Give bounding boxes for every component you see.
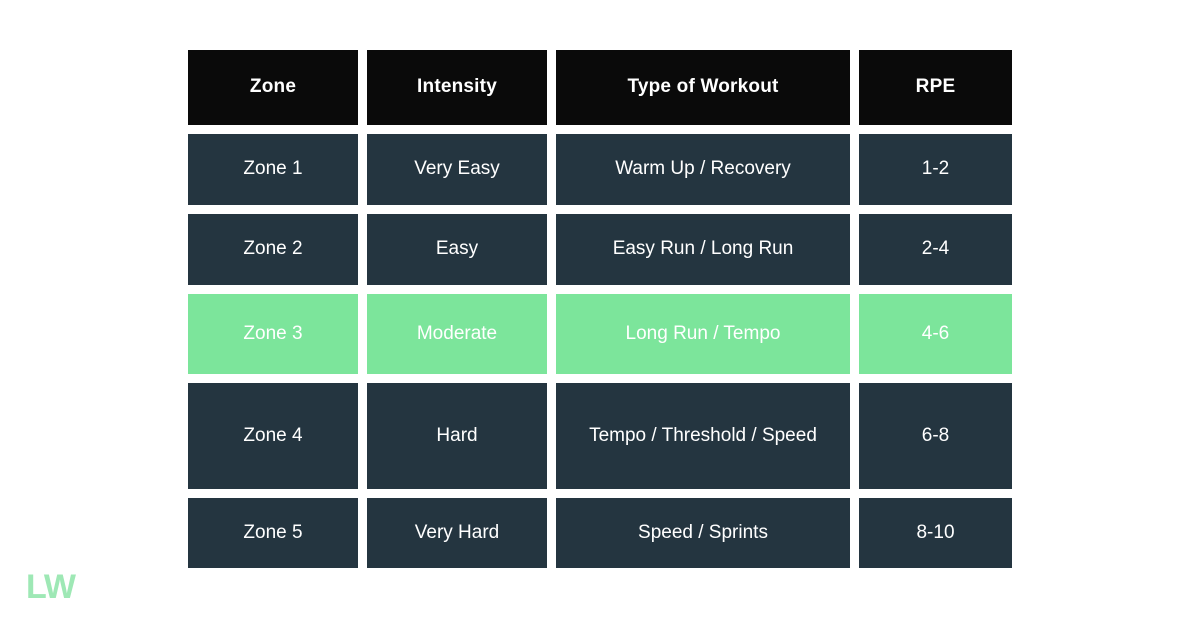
table-row: Zone 2 Easy Easy Run / Long Run 2-4: [188, 214, 1013, 285]
cell-zone: Zone 5: [188, 498, 358, 568]
table-row: Zone 1 Very Easy Warm Up / Recovery 1-2: [188, 134, 1013, 205]
column-header-workout: Type of Workout: [556, 50, 850, 125]
cell-workout: Long Run / Tempo: [556, 294, 850, 374]
column-header-intensity: Intensity: [367, 50, 547, 125]
cell-intensity: Very Easy: [367, 134, 547, 205]
cell-workout: Speed / Sprints: [556, 498, 850, 568]
column-header-zone: Zone: [188, 50, 358, 125]
cell-workout: Easy Run / Long Run: [556, 214, 850, 285]
cell-rpe: 2-4: [859, 214, 1012, 285]
cell-zone: Zone 4: [188, 383, 358, 489]
cell-workout: Tempo / Threshold / Speed: [556, 383, 850, 489]
cell-intensity: Hard: [367, 383, 547, 489]
cell-zone: Zone 3: [188, 294, 358, 374]
cell-rpe: 4-6: [859, 294, 1012, 374]
brand-logo: LW: [26, 568, 76, 606]
heart-rate-zone-table: Zone Intensity Type of Workout RPE Zone …: [188, 50, 1013, 568]
cell-intensity: Easy: [367, 214, 547, 285]
cell-rpe: 8-10: [859, 498, 1012, 568]
cell-zone: Zone 2: [188, 214, 358, 285]
table-row-highlighted: Zone 3 Moderate Long Run / Tempo 4-6: [188, 294, 1013, 374]
cell-intensity: Moderate: [367, 294, 547, 374]
cell-rpe: 1-2: [859, 134, 1012, 205]
cell-rpe: 6-8: [859, 383, 1012, 489]
table-row: Zone 5 Very Hard Speed / Sprints 8-10: [188, 498, 1013, 568]
cell-workout: Warm Up / Recovery: [556, 134, 850, 205]
table-row: Zone 4 Hard Tempo / Threshold / Speed 6-…: [188, 383, 1013, 489]
table-header-row: Zone Intensity Type of Workout RPE: [188, 50, 1013, 125]
cell-zone: Zone 1: [188, 134, 358, 205]
column-header-rpe: RPE: [859, 50, 1012, 125]
cell-intensity: Very Hard: [367, 498, 547, 568]
